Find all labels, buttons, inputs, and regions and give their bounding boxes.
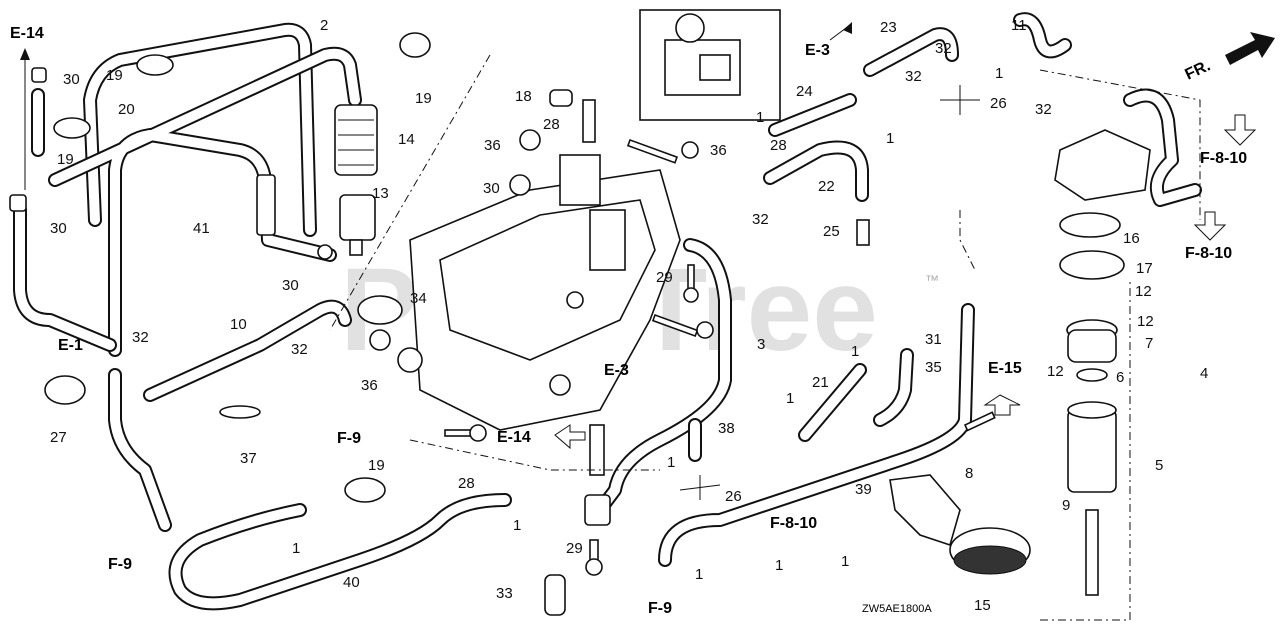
callout-number: 11: [1011, 17, 1027, 34]
callout-number: 33: [496, 585, 513, 602]
callout-number: 36: [710, 142, 727, 159]
parts-group: [9, 9, 1201, 621]
front-direction-label: FR.: [1183, 57, 1214, 83]
callout-number: 1: [851, 343, 859, 360]
callout-number: 12: [1137, 313, 1154, 330]
callout-number: 31: [925, 331, 942, 348]
callout-number: 21: [812, 374, 829, 391]
callout-number: 26: [725, 488, 742, 505]
callout-number: 22: [818, 178, 835, 195]
callout-number: 12: [1047, 363, 1064, 380]
callout-number: 25: [823, 223, 840, 240]
callout-number: 1: [886, 130, 894, 147]
callout-number: 1: [841, 553, 849, 570]
reference-label: E-14: [10, 25, 44, 42]
callout-number: 32: [291, 341, 308, 358]
reference-label: E-14: [497, 429, 531, 446]
callout-number: 26: [990, 95, 1007, 112]
callout-number: 32: [752, 211, 769, 228]
callout-number: 6: [1116, 369, 1124, 386]
callout-number: 28: [458, 475, 475, 492]
reference-label: E-3: [604, 362, 629, 379]
callout-number: 39: [855, 481, 872, 498]
callout-number: 32: [1035, 101, 1052, 118]
reference-label: F-8-10: [770, 515, 817, 532]
callout-number: 1: [695, 566, 703, 583]
callout-number: 28: [770, 137, 787, 154]
callout-number: 27: [50, 429, 67, 446]
callout-number: 41: [193, 220, 210, 237]
callout-number: 15: [974, 597, 991, 614]
callout-number: 12: [1135, 283, 1152, 300]
reference-label: F-8-10: [1200, 150, 1247, 167]
callout-number: 40: [343, 574, 360, 591]
callout-number: 1: [667, 454, 675, 471]
callout-number: 38: [718, 420, 735, 437]
front-direction-indicator: FR.: [1183, 32, 1275, 84]
callout-number: 34: [410, 290, 427, 307]
callout-number: 30: [483, 180, 500, 197]
reference-label: F-9: [648, 600, 672, 617]
callout-number: 3: [757, 336, 765, 353]
callout-number: 10: [230, 316, 247, 333]
reference-label: E-1: [58, 337, 83, 354]
callout-number: 4: [1200, 365, 1208, 382]
callout-number: 7: [1145, 335, 1153, 352]
callout-number: 2: [320, 17, 328, 34]
callout-number: 32: [132, 329, 149, 346]
callout-number: 24: [796, 83, 813, 100]
hose-group: [13, 12, 1202, 611]
reference-label: F-8-10: [1185, 245, 1232, 262]
callout-number: 36: [361, 377, 378, 394]
callout-number: 8: [965, 465, 973, 482]
callout-number: 35: [925, 359, 942, 376]
reference-label: E-3: [805, 42, 830, 59]
reference-label: F-9: [108, 556, 132, 573]
callout-number: 37: [240, 450, 257, 467]
callout-number: 1: [786, 390, 794, 407]
callout-number: 5: [1155, 457, 1163, 474]
callout-number: 30: [50, 220, 67, 237]
callout-number: 1: [513, 517, 521, 534]
watermark-trademark: ™: [925, 272, 939, 288]
callout-number: 30: [282, 277, 299, 294]
callout-number: 1: [292, 540, 300, 557]
callout-number: 14: [398, 131, 415, 148]
callout-number: 20: [118, 101, 135, 118]
reference-label: F-9: [337, 430, 361, 447]
callout-number: 19: [368, 457, 385, 474]
callout-number: 19: [106, 67, 123, 84]
callout-number: 30: [63, 71, 80, 88]
callout-number: 36: [484, 137, 501, 154]
callout-number: 32: [935, 40, 952, 57]
callout-number: 28: [543, 116, 560, 133]
callout-number: 16: [1123, 230, 1140, 247]
callout-number: 1: [995, 65, 1003, 82]
callout-number: 32: [905, 68, 922, 85]
callout-number: 13: [372, 185, 389, 202]
callout-number: 1: [775, 557, 783, 574]
reference-label: E-15: [988, 360, 1022, 377]
callout-number: 19: [57, 151, 74, 168]
callout-number: 29: [566, 540, 583, 557]
callout-number: 9: [1062, 497, 1070, 514]
reference-arrows: [20, 22, 1257, 450]
callout-number: 1: [756, 109, 764, 126]
diagram-code: ZW5AE1800A: [862, 603, 932, 615]
callout-number: 18: [515, 88, 532, 105]
callout-number: 23: [880, 19, 897, 36]
callout-number: 19: [415, 90, 432, 107]
callout-number: 17: [1136, 260, 1153, 277]
callout-number: 29: [656, 269, 673, 286]
reference-labels: E-14E-3F-8-10F-8-10E-1E-3E-14E-15F-8-10F…: [10, 25, 1247, 617]
